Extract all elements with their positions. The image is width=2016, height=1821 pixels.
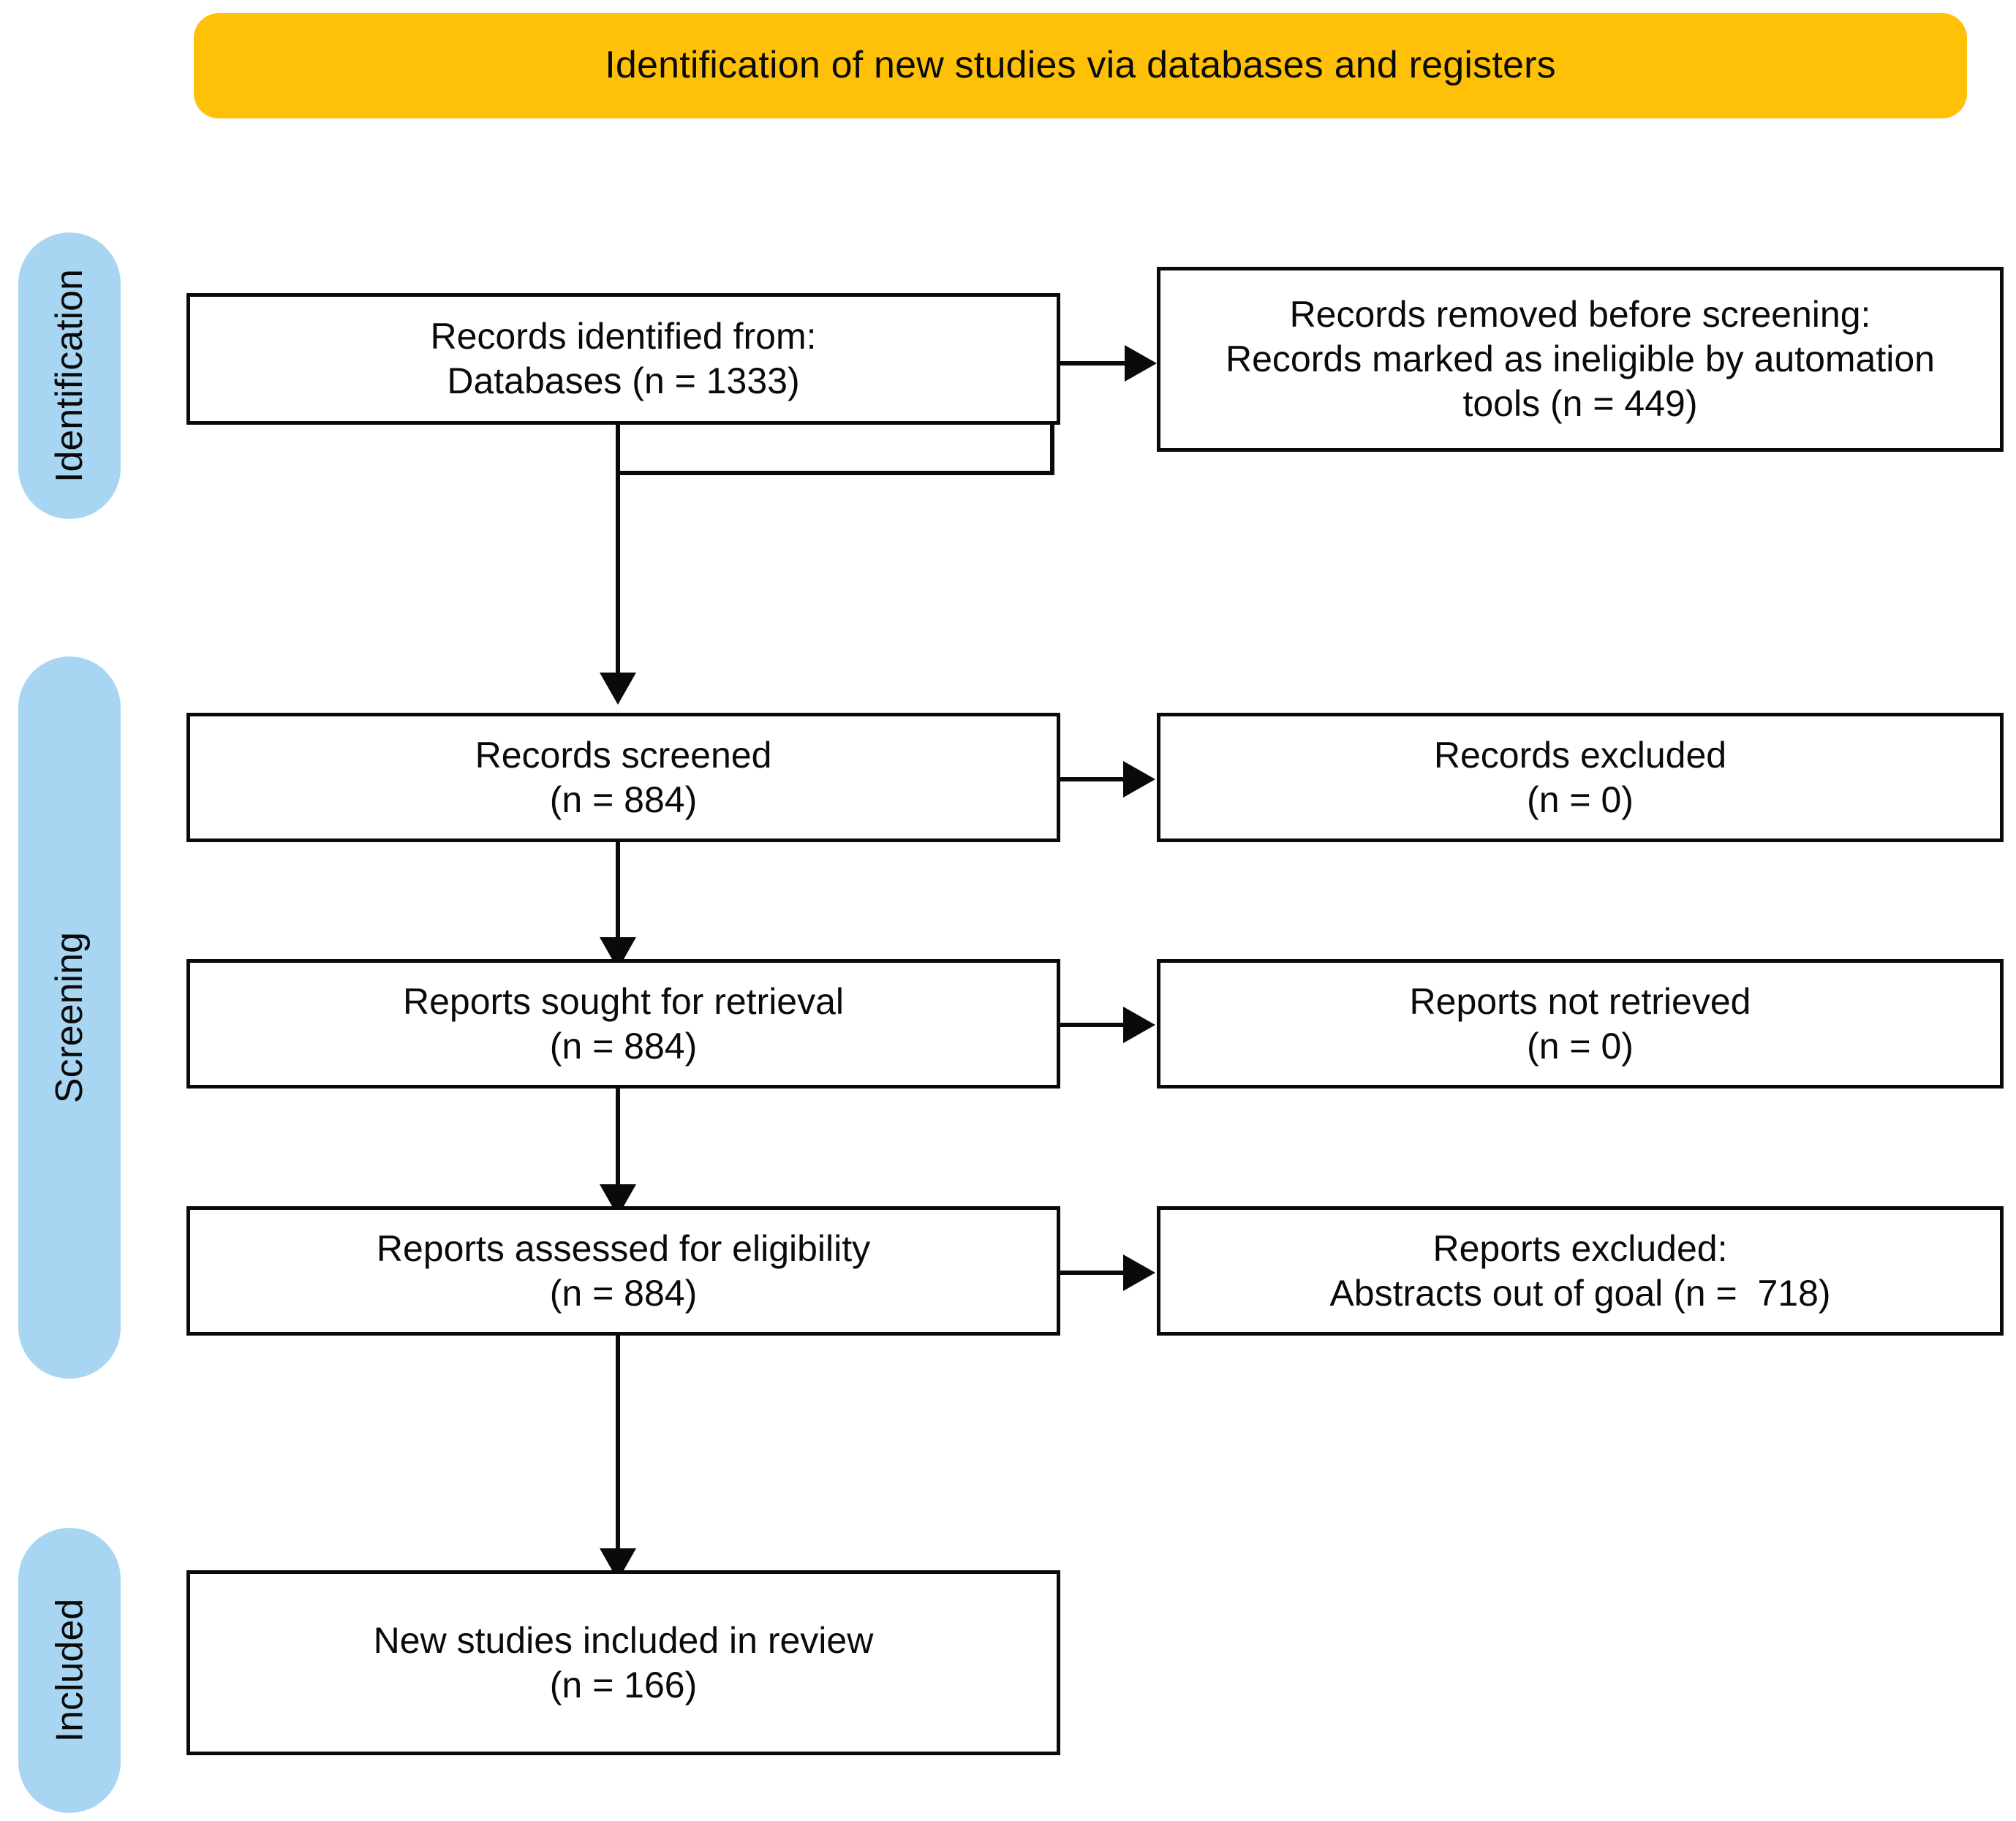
connector-screened-to-excluded (1056, 777, 1132, 781)
node-records-removed-line2: Records marked as ineligible by automati… (1226, 338, 1935, 379)
banner-title: Identification of new studies via databa… (605, 44, 1556, 87)
node-records-excluded-line2: (n = 0) (1527, 779, 1634, 820)
node-records-screened-line2: (n = 884) (549, 779, 698, 820)
connector-identified-to-screened (616, 423, 620, 680)
stage-band-screening: Screening (18, 656, 121, 1379)
stage-label-identification: Identification (48, 269, 91, 482)
connector-assessed-to-included (616, 1335, 620, 1561)
connector-screened-to-sought (616, 842, 620, 952)
node-reports-not-retrieved: Reports not retrieved (n = 0) (1157, 959, 2004, 1089)
node-reports-assessed: Reports assessed for eligibility (n = 88… (186, 1206, 1060, 1336)
node-records-identified: Records identified from: Databases (n = … (186, 293, 1060, 425)
node-reports-sought-line2: (n = 884) (549, 1025, 698, 1067)
node-reports-assessed-line2: (n = 884) (549, 1272, 698, 1314)
connector-assessed-to-reports-excluded (1056, 1271, 1132, 1275)
stage-band-included: Included (18, 1528, 121, 1813)
node-reports-sought: Reports sought for retrieval (n = 884) (186, 959, 1060, 1089)
node-reports-excluded-line1: Reports excluded: (1432, 1227, 1728, 1269)
node-records-identified-line2: Databases (n = 1333) (447, 360, 800, 401)
node-reports-excluded: Reports excluded: Abstracts out of goal … (1157, 1206, 2004, 1336)
connector-identified-to-removed-h2 (1050, 361, 1138, 366)
node-reports-excluded-line2: Abstracts out of goal (n = 718) (1329, 1272, 1831, 1314)
node-new-studies-included: New studies included in review (n = 166) (186, 1570, 1060, 1755)
arrowhead-identified-to-screened (600, 673, 636, 705)
node-records-excluded: Records excluded (n = 0) (1157, 713, 2004, 842)
node-new-studies-included-line1: New studies included in review (373, 1619, 874, 1661)
node-records-removed-line1: Records removed before screening: (1289, 294, 1871, 335)
node-new-studies-included-line2: (n = 166) (549, 1664, 698, 1705)
node-records-removed: Records removed before screening: Record… (1157, 267, 2004, 452)
arrowhead-sought-to-not-retrieved (1123, 1007, 1155, 1043)
stage-band-identification: Identification (18, 232, 121, 519)
node-records-screened: Records screened (n = 884) (186, 713, 1060, 842)
node-records-identified-line1: Records identified from: (430, 316, 817, 357)
arrowhead-assessed-to-reports-excluded (1123, 1254, 1155, 1291)
arrowhead-screened-to-excluded (1123, 761, 1155, 798)
node-reports-sought-line1: Reports sought for retrieval (402, 980, 845, 1022)
node-reports-not-retrieved-line1: Reports not retrieved (1409, 980, 1751, 1022)
node-reports-assessed-line1: Reports assessed for eligibility (376, 1227, 871, 1269)
connector-sought-to-assessed (616, 1089, 620, 1200)
node-records-excluded-line1: Records excluded (1433, 734, 1727, 776)
stage-label-screening: Screening (48, 931, 91, 1104)
node-reports-not-retrieved-line2: (n = 0) (1527, 1025, 1634, 1067)
diagram-banner: Identification of new studies via databa… (194, 13, 1967, 118)
stage-label-included: Included (48, 1598, 91, 1743)
arrowhead-identified-to-removed (1125, 345, 1157, 382)
connector-sought-to-not-retrieved (1056, 1023, 1132, 1027)
node-records-screened-line1: Records screened (475, 734, 772, 776)
connector-identified-to-removed-h1 (616, 471, 1054, 475)
node-records-removed-line3: tools (n = 449) (1462, 383, 1698, 424)
